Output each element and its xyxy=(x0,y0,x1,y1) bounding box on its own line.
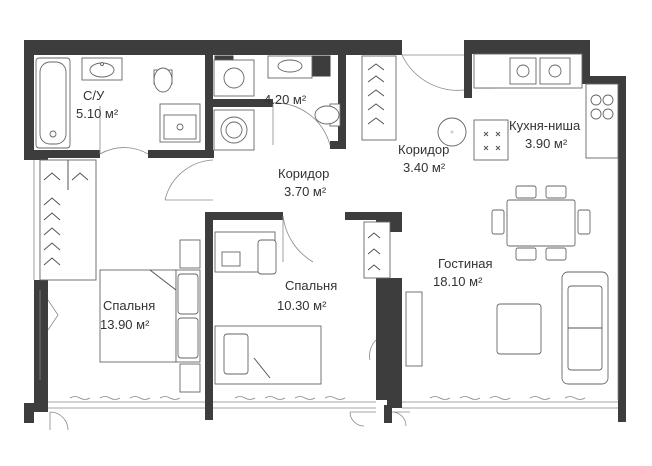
corridor-1-area: 3.70 м² xyxy=(284,184,327,199)
bedroom-1-wardrobe xyxy=(39,159,97,281)
bathroom-name: С/У xyxy=(83,88,105,103)
sofa xyxy=(561,271,609,385)
coffee-table xyxy=(496,303,542,355)
bathroom-area: 5.10 м² xyxy=(76,106,119,121)
bathroom-sink xyxy=(81,57,123,81)
bathtub xyxy=(35,57,71,149)
kitchen-units xyxy=(437,53,619,161)
doors xyxy=(47,54,465,361)
wc-sink xyxy=(213,59,255,97)
wc-toilet xyxy=(314,103,341,127)
living-cabinet xyxy=(405,291,423,367)
living-name: Гостиная xyxy=(438,256,493,271)
wc-sink-2 xyxy=(267,55,313,79)
corridor-2-name: Коридор xyxy=(398,142,449,157)
bedroom-2-bed xyxy=(214,325,322,385)
wc-area: 4.20 м² xyxy=(264,92,307,107)
bedroom-2-area: 10.30 м² xyxy=(277,298,327,313)
washer xyxy=(159,103,201,143)
bedroom-1-area: 13.90 м² xyxy=(100,317,150,332)
room-labels: С/У 5.10 м² 4.20 м² Коридор 3.70 м² Кори… xyxy=(76,88,581,332)
bathroom-toilet xyxy=(153,67,173,93)
kitchen-name: Кухня-ниша xyxy=(509,118,581,133)
living-area: 18.10 м² xyxy=(433,274,483,289)
bedroom-2-desk xyxy=(214,231,277,275)
bedroom-1-name: Спальня xyxy=(103,298,155,313)
bedroom-2-name: Спальня xyxy=(285,278,337,293)
kitchen-area: 3.90 м² xyxy=(525,136,568,151)
bedroom-2-wardrobe xyxy=(363,221,391,279)
bedroom-1-bed xyxy=(99,239,201,393)
corridor-1-name: Коридор xyxy=(278,166,329,181)
dining-table xyxy=(491,185,591,261)
corridor-2-area: 3.40 м² xyxy=(403,160,446,175)
dryer xyxy=(213,109,255,151)
corridor-wardrobe xyxy=(361,55,397,141)
